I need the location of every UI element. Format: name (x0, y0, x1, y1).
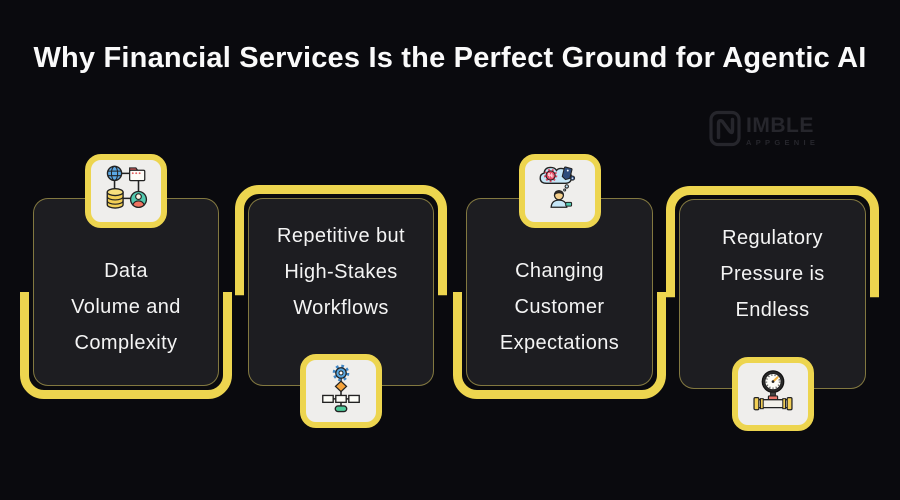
card-workflows: Repetitive but High-Stakes Workflows (235, 185, 447, 428)
card-accent-frame (453, 292, 666, 399)
card-title: Changing Customer Expectations (499, 260, 620, 354)
customer-thought-bubble-icon: % ✦ (535, 164, 585, 219)
card-accent-frame (235, 185, 447, 296)
card-icon-box (85, 154, 167, 228)
nimble-n-icon (709, 110, 742, 152)
card-icon-box (731, 357, 814, 431)
card-body: Data Volume and Complexity (33, 198, 219, 386)
card-title: Regulatory Pressure is Endless (720, 227, 825, 321)
card-customer-expectations: Changing Customer Expectations % (453, 154, 666, 399)
card-body: Changing Customer Expectations (466, 198, 653, 386)
card-icon-box: % ✦ (518, 154, 601, 228)
svg-text:%: % (547, 172, 553, 179)
card-body: Repetitive but High-Stakes Workflows (248, 198, 434, 386)
card-title: Repetitive but High-Stakes Workflows (277, 225, 405, 319)
svg-text:✦: ✦ (571, 176, 574, 180)
gear-flowchart-icon (316, 364, 366, 419)
card-accent-frame (20, 292, 232, 399)
card-icon-box (300, 354, 382, 428)
card-accent-frame (666, 186, 879, 298)
brand-subname: APPGENIE (746, 138, 820, 148)
page-title: Why Financial Services Is the Perfect Gr… (33, 42, 867, 74)
card-title: Data Volume and Complexity (71, 260, 181, 354)
brand-name: IMBLE (746, 114, 814, 138)
brand-logo: IMBLE APPGENIE (709, 110, 819, 152)
card-data-volume: Data Volume and Complexity (20, 154, 232, 399)
brand-logo-text: IMBLE APPGENIE (746, 115, 819, 147)
card-regulatory-pressure: Regulatory Pressure is Endless (666, 186, 879, 431)
pressure-gauge-pipe-icon (748, 367, 798, 422)
globe-database-folder-user-icon (101, 164, 151, 219)
